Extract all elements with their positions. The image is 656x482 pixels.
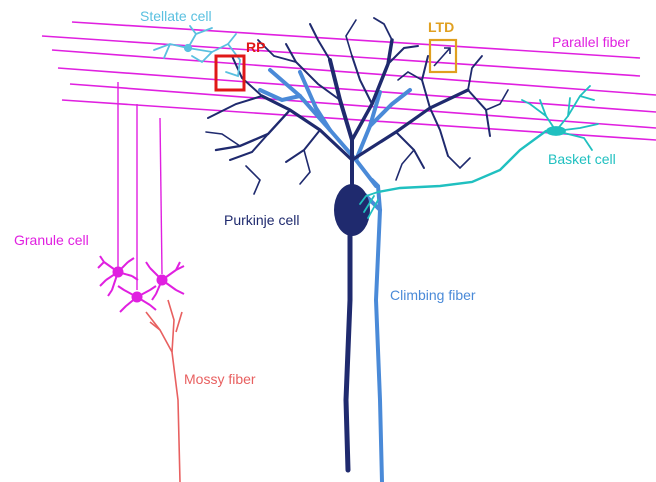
mossy-fiber (146, 300, 182, 482)
stellate-cell (154, 26, 240, 76)
rp-label: RP (246, 39, 265, 55)
purkinje-cell (206, 18, 508, 470)
stellate-cell-label: Stellate cell (140, 8, 212, 24)
granule-cell-axons (118, 82, 162, 290)
basket-cell-label: Basket cell (548, 151, 616, 167)
parallel-fiber-label: Parallel fiber (552, 34, 630, 50)
ltd-label: LTD (428, 19, 454, 35)
mossy-fiber-label: Mossy fiber (184, 371, 256, 387)
granule-cell-label: Granule cell (14, 232, 89, 248)
climbing-fiber (260, 70, 410, 482)
purkinje-cell-label: Purkinje cell (224, 212, 299, 228)
climbing-fiber-label: Climbing fiber (390, 287, 476, 303)
granule-cell (146, 262, 184, 300)
granule-cells (98, 256, 184, 312)
